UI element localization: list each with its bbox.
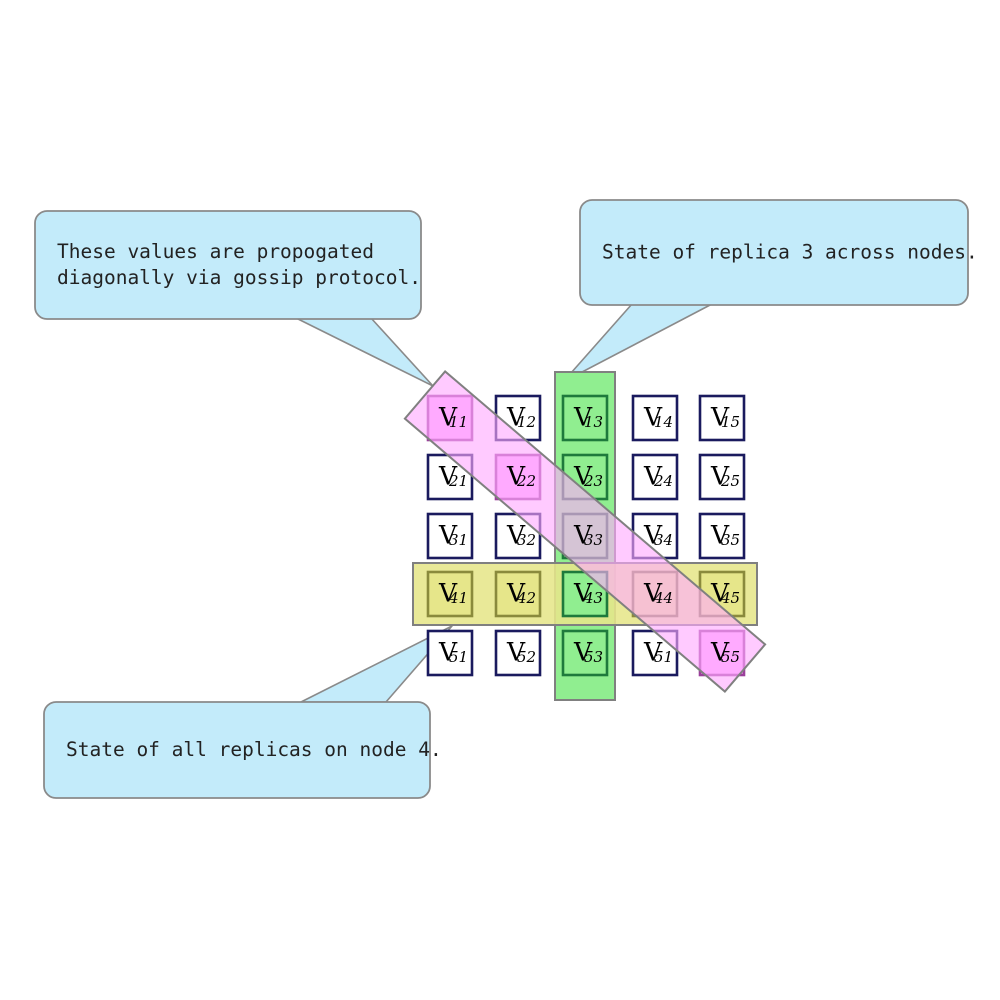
cell-v21-subscript: 21 xyxy=(448,472,468,490)
cell-v25-label: V xyxy=(710,462,730,491)
node-callout: State of all replicas on node 4. xyxy=(43,701,442,799)
cell-v43-subscript: 43 xyxy=(583,589,603,607)
cell-v51[interactable] xyxy=(631,629,679,677)
cell-v24-subscript: 24 xyxy=(653,472,673,490)
cell-v14[interactable] xyxy=(631,394,679,442)
cell-v24-label: V xyxy=(643,462,663,491)
cell-v44-label: V xyxy=(643,579,663,608)
cell-v35-subscript: 35 xyxy=(721,531,740,549)
cell-v34-subscript: 34 xyxy=(654,531,673,549)
gossip-diagonal-group xyxy=(403,370,767,693)
cell-v25-subscript: 25 xyxy=(720,472,740,490)
cell-v35[interactable] xyxy=(698,512,746,560)
cell-v25[interactable] xyxy=(698,453,746,501)
gossip-callout: These values are propogated diagonally vi… xyxy=(34,210,422,320)
cell-v11-label: V xyxy=(438,403,458,432)
cell-v42[interactable] xyxy=(494,570,542,618)
cell-v52-label: V xyxy=(506,638,526,667)
cell-v12-subscript: 12 xyxy=(517,413,536,431)
cell-v23-subscript: 23 xyxy=(583,472,603,490)
cell-v51-subscript: 51 xyxy=(449,648,468,666)
cell-v53-label: V xyxy=(573,638,593,667)
cell-v11-subscript: 11 xyxy=(449,413,468,431)
cell-v55-subscript: 55 xyxy=(721,648,740,666)
cell-v32-label: V xyxy=(506,521,526,550)
cell-v33-label: V xyxy=(573,521,593,550)
cell-v14-subscript: 14 xyxy=(654,413,673,431)
cell-v14-label: V xyxy=(643,403,663,432)
cell-v42-subscript: 42 xyxy=(516,589,536,607)
cell-v22-subscript: 22 xyxy=(516,472,536,490)
cell-v15-label: V xyxy=(710,403,730,432)
cell-v15-subscript: 15 xyxy=(721,413,740,431)
gossip-callout-tail xyxy=(295,317,434,387)
cell-v22-label: V xyxy=(506,462,526,491)
cell-v31-label: V xyxy=(438,521,458,550)
cell-v51-subscript: 51 xyxy=(654,648,673,666)
gossip-callout-bubble xyxy=(34,210,422,320)
cell-v15[interactable] xyxy=(698,394,746,442)
cell-v42-label: V xyxy=(506,579,526,608)
cell-v43-label: V xyxy=(573,579,593,608)
cell-v13-label: V xyxy=(573,403,593,432)
cell-v51-label: V xyxy=(643,638,663,667)
node-callout-bubble xyxy=(43,701,431,799)
cell-v34-label: V xyxy=(643,521,663,550)
cell-v41-label: V xyxy=(438,579,458,608)
cell-v21-label: V xyxy=(438,462,458,491)
cell-v12-label: V xyxy=(506,403,526,432)
gossip-diagonal-band xyxy=(403,370,767,693)
cell-v31[interactable] xyxy=(426,512,474,560)
gossip-callout-line-1: These values are propogated xyxy=(57,240,374,263)
gossip-callout-line-2: diagonally via gossip protocol. xyxy=(57,266,421,289)
callouts-group: These values are propogated diagonally vi… xyxy=(34,199,978,799)
cell-v23-label: V xyxy=(573,462,593,491)
cell-v24[interactable] xyxy=(631,453,679,501)
cell-v51-label: V xyxy=(438,638,458,667)
cell-v52[interactable] xyxy=(494,629,542,677)
cell-v33-subscript: 33 xyxy=(584,531,603,549)
cell-v45-label: V xyxy=(710,579,730,608)
cell-v44-subscript: 44 xyxy=(653,589,673,607)
cell-v53-subscript: 53 xyxy=(584,648,603,666)
replica-callout: State of replica 3 across nodes. xyxy=(579,199,978,306)
cell-v41-subscript: 41 xyxy=(448,589,468,607)
replica-callout-line-1: State of replica 3 across nodes. xyxy=(602,241,978,264)
cell-v55-label: V xyxy=(710,638,730,667)
cell-v35-label: V xyxy=(710,521,730,550)
cell-v52-subscript: 52 xyxy=(517,648,536,666)
cell-v41[interactable] xyxy=(426,570,474,618)
cell-v45-subscript: 45 xyxy=(720,589,740,607)
cell-v13-subscript: 13 xyxy=(584,413,603,431)
cell-v32-subscript: 32 xyxy=(517,531,536,549)
replica-callout-bubble xyxy=(579,199,969,306)
node-callout-line-1: State of all replicas on node 4. xyxy=(66,738,442,761)
replica-callout-tail xyxy=(562,303,713,383)
cell-v51[interactable] xyxy=(426,629,474,677)
cell-v31-subscript: 31 xyxy=(449,531,468,549)
cell-v13[interactable] xyxy=(561,394,609,442)
cell-v53[interactable] xyxy=(561,629,609,677)
